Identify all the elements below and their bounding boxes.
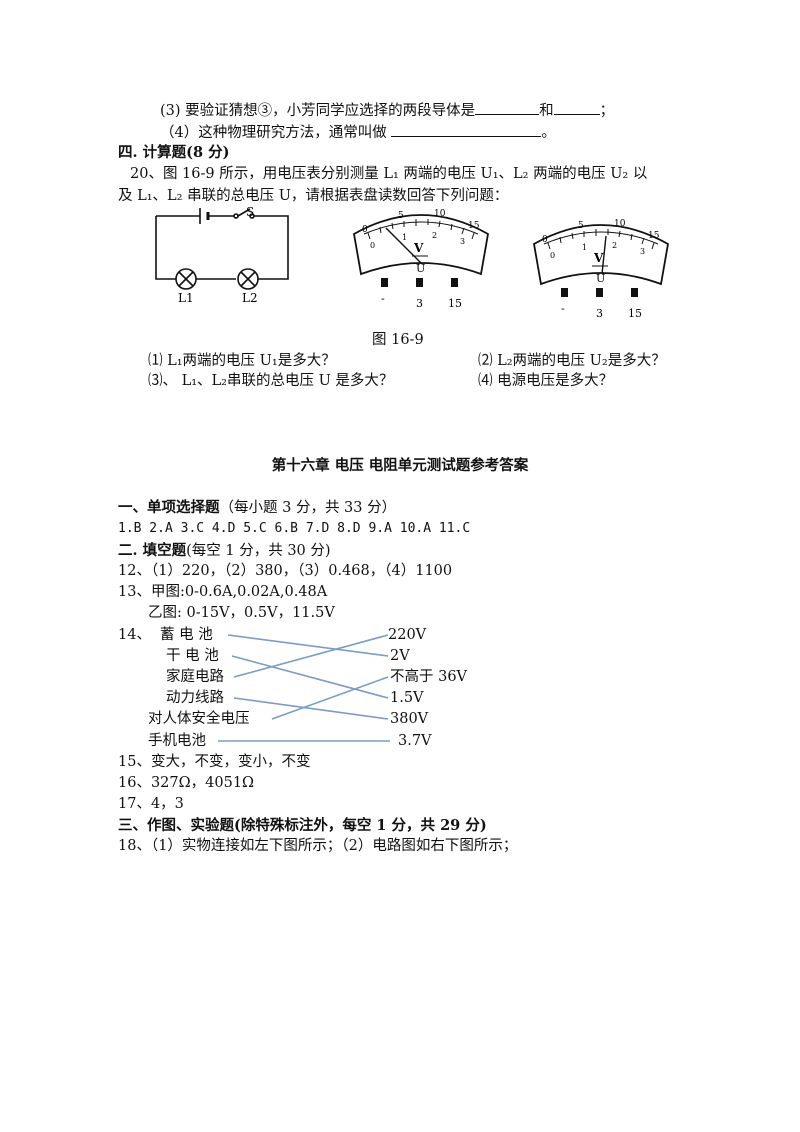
m1-terminal-neg: - (381, 292, 385, 305)
match-left-3: 家庭电路 (166, 669, 224, 685)
q19-item4: （4）这种物理研究方法，通常叫做 。 (160, 122, 556, 142)
m1-outer-0: 0 (362, 225, 368, 235)
circuit-diagram: S L1 L2 (155, 205, 289, 304)
q20-line2: 及 L₁、L₂ 串联的总电压 U，请根据表盘读数回答下列问题： (118, 188, 509, 204)
match-left-1: 蓄 电 池 (160, 627, 213, 643)
m2-inner-0: 0 (550, 251, 555, 260)
answer-18: 18、（1）实物连接如左下图所示；（2）电路图如右下图所示； (118, 838, 518, 854)
answer-17: 17、4，3 (118, 796, 184, 812)
lamp1-label: L1 (178, 291, 194, 304)
match-line-power-380v (233, 697, 389, 720)
m2-outer-0: 0 (542, 235, 548, 245)
answer-13-a: 13、甲图:0-0.6A,0.02A,0.48A (118, 584, 328, 600)
m2-unit-label: U (596, 272, 605, 285)
m1-inner-0: 0 (370, 241, 375, 250)
m2-terminal-15: 15 (628, 307, 642, 320)
sec1-heading: 一、单项选择题（每小题 3 分，共 33 分） (118, 499, 396, 517)
q20-sub3: ⑶、 L₁、L₂串联的总电压 U 是多大？ (148, 373, 394, 389)
voltmeter-2: 0 5 10 15 0 1 2 3 V U - 3 15 (533, 219, 669, 320)
match-right-3: 不高于 36V (390, 669, 468, 685)
m2-terminal-neg: - (561, 302, 565, 315)
q19-item3-text: (3) 要验证猜想③，小芳同学应选择的两段导体是 (160, 103, 476, 119)
sec1-note: （每小题 3 分，共 33 分） (219, 500, 397, 516)
match-line-safe-36v (271, 676, 389, 720)
match-line-drycell-1-5v (231, 655, 389, 699)
sec2-note: (每空 1 分，共 30 分) (186, 543, 331, 559)
blank-1 (475, 100, 540, 115)
sec3-title: 三、作图、实验题(除特殊标注外，每空 1 分，共 29 分) (118, 817, 487, 834)
m2-inner-1: 1 (582, 243, 587, 252)
m2-outer-15: 15 (648, 231, 660, 241)
q20-sub1: ⑴ L₁两端的电压 U₁是多大？ (148, 353, 336, 369)
match-left-4: 动力线路 (166, 690, 224, 706)
voltmeter-1: 0 5 10 15 0 1 2 3 V U - 3 15 (353, 209, 489, 310)
match-right-4: 1.5V (390, 690, 424, 706)
match-right-5: 380V (390, 711, 429, 727)
m2-inner-2: 2 (612, 241, 617, 250)
blank-3 (391, 122, 542, 137)
match-left-2: 干 电 池 (166, 648, 219, 664)
section4-title: 四. 计算题(8 分) (118, 144, 230, 161)
q20-sub2: ⑵ L₂两端的电压 U₂是多大？ (478, 353, 666, 369)
m2-terminal-3: 3 (596, 307, 603, 320)
match-left-5: 对人体安全电压 (148, 711, 250, 727)
answer-14-number: 14、 (118, 627, 151, 643)
answer-13-b: 乙图: 0-15V，0.5V，11.5V (148, 605, 335, 621)
m1-inner-3: 3 (460, 237, 465, 246)
sec2-heading: 二. 填空题(每空 1 分，共 30 分) (118, 542, 331, 560)
m2-unit-symbol: V (593, 251, 604, 265)
m1-terminal-3: 3 (416, 297, 423, 310)
q19-item3-and: 和 (539, 103, 554, 119)
answer-15: 15、变大，不变，变小，不变 (118, 754, 311, 770)
m1-inner-1: 1 (402, 233, 407, 242)
answer-12: 12、（1）220，（2）380，（3）0.468，（4）1100 (118, 563, 453, 579)
m2-outer-5: 5 (578, 221, 584, 231)
sec2-title: 二. 填空题 (118, 542, 187, 559)
q19-item3-end: ； (599, 103, 615, 119)
match-left-6: 手机电池 (148, 733, 206, 749)
answer-16: 16、327Ω，4051Ω (118, 775, 255, 791)
m1-inner-2: 2 (432, 231, 437, 240)
m2-outer-10: 10 (614, 219, 626, 229)
q20-sub4: ⑷ 电源电压是多大？ (478, 373, 614, 389)
match-right-2: 2V (390, 648, 410, 664)
sec1-title: 一、单项选择题 (118, 499, 220, 516)
match-line-household-220v (233, 634, 389, 678)
q19-item3: (3) 要验证猜想③，小芳同学应选择的两段导体是 和 ； (160, 100, 614, 120)
q19-item4-end: 。 (541, 125, 556, 141)
m1-unit-label: U (416, 262, 425, 275)
m1-terminal-15: 15 (448, 297, 462, 310)
switch-label: S (246, 205, 254, 219)
lamp2-label: L2 (242, 291, 258, 304)
m1-outer-15: 15 (468, 221, 480, 231)
q19-item4-text: （4）这种物理研究方法，通常叫做 (160, 125, 387, 141)
blank-2 (553, 100, 600, 115)
m1-pointer (385, 227, 423, 265)
matching-lines (218, 634, 390, 742)
match-right-6: 3.7V (398, 733, 432, 749)
answers-title: 第十六章 电压 电阻单元测试题参考答案 (271, 457, 529, 474)
figure-caption: 图 16-9 (372, 332, 424, 348)
m1-outer-5: 5 (398, 211, 404, 221)
match-line-battery-2v (227, 634, 389, 657)
match-right-1: 220V (388, 627, 427, 643)
q20-line1: 20、图 16-9 所示，用电压表分别测量 L₁ 两端的电压 U₁、L₂ 两端的… (130, 166, 648, 182)
m2-inner-3: 3 (640, 247, 645, 256)
m1-outer-10: 10 (434, 209, 446, 219)
m1-unit-symbol: V (413, 241, 424, 255)
m2-pointer (601, 235, 607, 275)
sec1-answers: 1.B 2.A 3.C 4.D 5.C 6.B 7.D 8.D 9.A 10.A… (118, 521, 471, 536)
